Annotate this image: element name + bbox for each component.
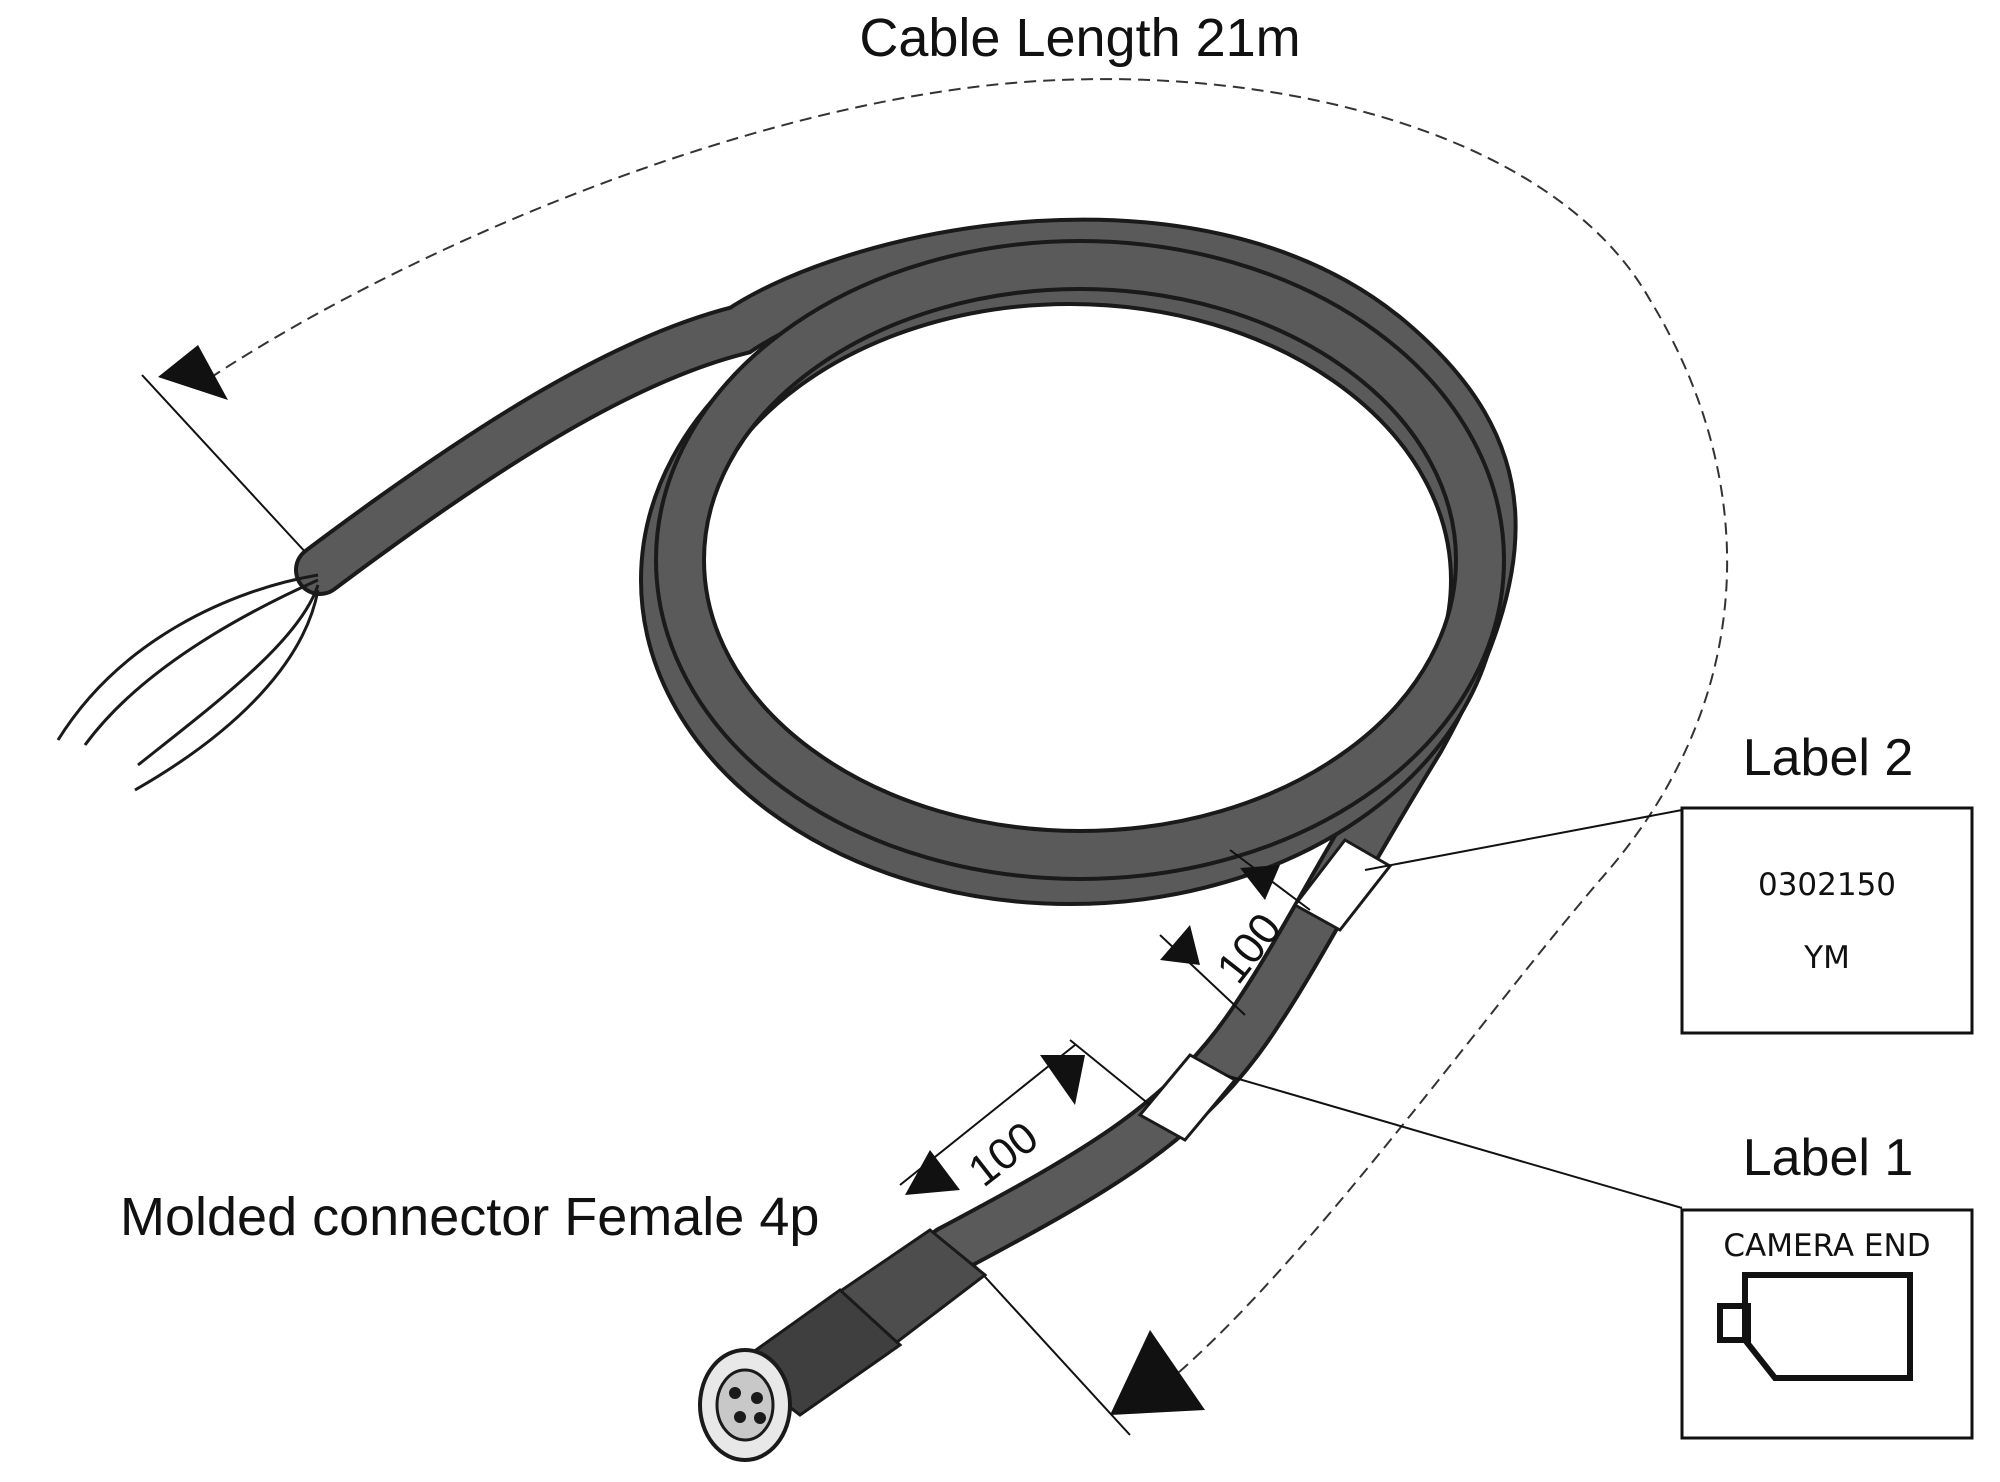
cable-length-guide <box>209 78 1729 1381</box>
label2-leader <box>1364 809 1683 871</box>
label2-box <box>1680 806 1974 1035</box>
extension-line-start <box>141 374 321 569</box>
dim1-arrow-start-icon <box>905 1150 960 1195</box>
cable-length-title: Cable Length 21m <box>859 8 1300 68</box>
dim2-arrow-end-icon <box>1240 865 1280 900</box>
label1-leader <box>1224 1074 1683 1209</box>
dim2-arrow-start-icon <box>1160 925 1200 965</box>
dim1-arrow-end-icon <box>1040 1055 1085 1105</box>
label2-band <box>1292 838 1393 932</box>
label2-title: Label 2 <box>1743 729 1914 787</box>
cable <box>294 217 1518 1276</box>
label2-line1: 0302150 <box>1758 867 1896 903</box>
extension-line-end <box>964 1254 1131 1436</box>
molded-connector-icon <box>698 1228 988 1462</box>
length-arrow-start-icon <box>158 345 228 400</box>
label1-band <box>1137 1053 1238 1142</box>
label2-line2: YM <box>1803 940 1850 976</box>
stripped-wires <box>56 573 320 792</box>
connector-label: Molded connector Female 4p <box>120 1187 819 1247</box>
cable-path <box>294 217 1518 1276</box>
label1-text: CAMERA END <box>1723 1228 1930 1264</box>
label1-box <box>1680 1208 1974 1440</box>
camera-icon <box>1717 1272 1913 1381</box>
length-arrow-end-icon <box>1110 1330 1205 1415</box>
label1-title: Label 1 <box>1743 1129 1914 1187</box>
